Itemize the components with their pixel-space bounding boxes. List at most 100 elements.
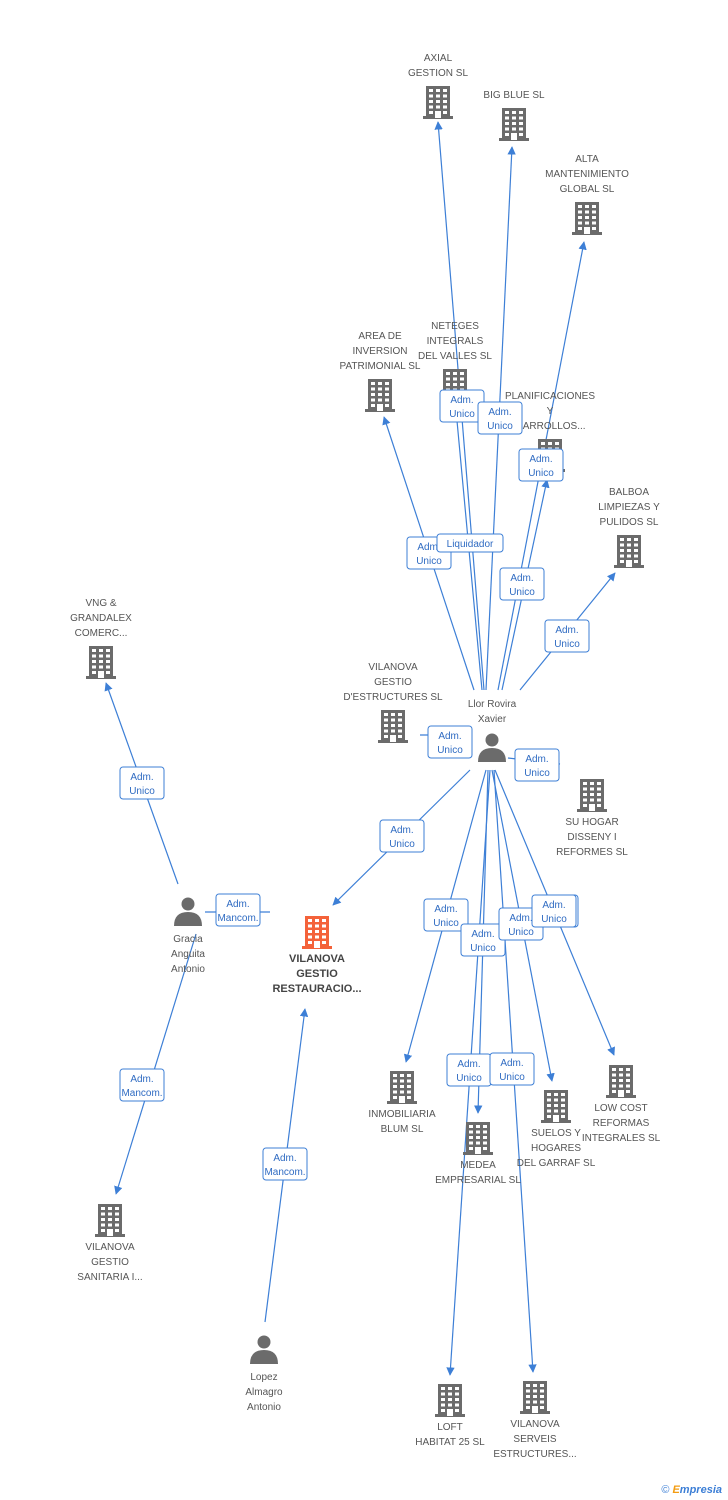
edge-role-badge[interactable]: Adm.Mancom.: [262, 1147, 308, 1181]
edge-role-badge[interactable]: Adm.Unico: [427, 725, 473, 759]
node-label-line: SU HOGAR: [565, 817, 618, 828]
edge-role-badge[interactable]: Adm.Unico: [544, 619, 590, 653]
building-icon[interactable]: [86, 646, 116, 679]
edge-role-badge[interactable]: Adm. Unico: [514, 748, 560, 782]
building-icon[interactable]: [572, 202, 602, 235]
node-label-line: HOGARES: [531, 1143, 581, 1154]
edge-role-badge[interactable]: Adm.Unico: [446, 1053, 492, 1087]
badge-text-line: Adm.: [525, 754, 548, 765]
node-label-line: LIMPIEZAS Y: [598, 502, 660, 513]
node-label-line: SERVEIS: [513, 1434, 556, 1445]
edge-role-badge[interactable]: Adm.Unico: [489, 1052, 535, 1086]
edge-role-badge[interactable]: Adm.Unico: [518, 448, 564, 482]
badge-text-line: Adm.: [457, 1059, 480, 1070]
node-label-line: Y: [547, 406, 554, 417]
badge-text: Liquidador: [447, 539, 494, 550]
person-icon[interactable]: [478, 733, 506, 763]
edge-role-badge[interactable]: Adm. Unico: [379, 819, 425, 853]
badge-text-line: Adm.: [471, 929, 494, 940]
badge-text: Adm.Unico: [456, 1059, 482, 1084]
badge-text: Adm.Mancom.: [217, 899, 258, 924]
node-label-line: AXIAL: [424, 53, 453, 64]
building-icon[interactable]: [435, 1384, 465, 1417]
node-label-line: DISSENY I: [567, 832, 616, 843]
badge-text: Adm. Unico: [524, 754, 550, 779]
badge-text-line: Unico: [129, 786, 155, 797]
badge-text-line: Liquidador: [447, 539, 494, 550]
badge-text: Adm.Unico: [437, 731, 463, 756]
edge-role-badge[interactable]: Adm.Mancom.: [215, 893, 261, 927]
badge-text-line: Unico: [437, 745, 463, 756]
badge-text: Adm.Unico: [541, 900, 567, 925]
person-icon[interactable]: [250, 1335, 278, 1365]
edge-role-badge[interactable]: Adm.Unico: [477, 401, 523, 435]
badge-text-line: Unico: [524, 768, 550, 779]
building-icon[interactable]: [365, 379, 395, 412]
building-icon[interactable]: [499, 108, 529, 141]
node-label-line: PLANIFICACIONES: [505, 391, 595, 402]
building-icon[interactable]: [614, 535, 644, 568]
building-icon[interactable]: [302, 916, 332, 949]
edge-role-badge[interactable]: Adm.Unico: [423, 898, 469, 932]
node-label-line: LOFT: [437, 1422, 463, 1433]
edge-role-badge[interactable]: Adm.Unico: [119, 766, 165, 800]
edge-role-badge[interactable]: Adm.Unico: [499, 567, 545, 601]
badge-text-line: Unico: [487, 421, 513, 432]
badge-text-line: Adm.: [500, 1058, 523, 1069]
node-label-line: INVERSION: [352, 346, 407, 357]
node-label-line: DEL GARRAF SL: [517, 1158, 596, 1169]
badge-text-line: Adm.: [390, 825, 413, 836]
building-icon[interactable]: [606, 1065, 636, 1098]
edge-role-badge[interactable]: Adm.Unico: [439, 389, 485, 423]
building-icon[interactable]: [520, 1381, 550, 1414]
edge-role-badge[interactable]: Liquidador: [436, 533, 504, 553]
node-bigblue[interactable]: BIG BLUE SL: [483, 90, 545, 141]
node-label-line: REFORMAS: [593, 1118, 650, 1129]
building-icon[interactable]: [541, 1090, 571, 1123]
badge-text: Adm.Unico: [499, 1058, 525, 1083]
empresia-logo[interactable]: Empresia: [672, 1484, 722, 1496]
badge-text: Adm.Unico: [528, 454, 554, 479]
edge-role-badge[interactable]: Adm.Mancom.: [119, 1068, 165, 1102]
building-icon[interactable]: [577, 779, 607, 812]
building-icon[interactable]: [463, 1122, 493, 1155]
badge-text-line: Unico: [389, 839, 415, 850]
badge-text-line: Mancom.: [264, 1167, 305, 1178]
edge-gracia-to-vsanitaria: [114, 933, 197, 1195]
badge-text-line: Unico: [508, 927, 534, 938]
building-icon[interactable]: [423, 86, 453, 119]
building-icon[interactable]: [95, 1204, 125, 1237]
node-label-line: D'ESTRUCTURES SL: [343, 692, 443, 703]
building-icon[interactable]: [378, 710, 408, 743]
edge-role-badge[interactable]: Adm.Unico: [531, 894, 577, 928]
building-icon[interactable]: [387, 1071, 417, 1104]
person-icon[interactable]: [174, 897, 202, 927]
edge-role-badge[interactable]: Adm.Unico: [460, 923, 506, 957]
badge-text: Adm.Unico: [470, 929, 496, 954]
